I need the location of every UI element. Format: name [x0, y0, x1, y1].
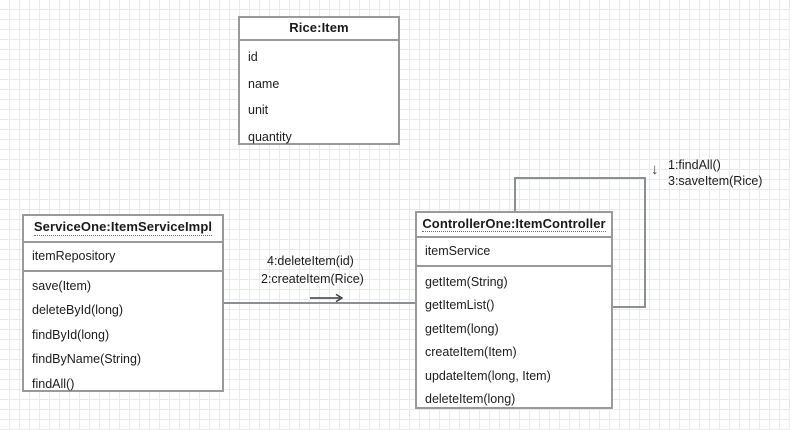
class-operation: getItem(long) — [425, 321, 499, 336]
arrow-down-icon: ↓ — [651, 161, 659, 178]
class-attribute: unit — [248, 103, 269, 117]
service-controller-line — [224, 302, 415, 304]
controller-loop-segment-bottom — [611, 306, 646, 308]
class-operation: getItem(String) — [425, 274, 508, 289]
class-attribute: itemService — [425, 244, 491, 259]
class-operations-service: save(Item) deleteById(long) findById(lon… — [24, 269, 222, 391]
class-title-service: ServiceOne:ItemServiceImpl — [24, 216, 222, 243]
class-attribute: name — [248, 76, 280, 91]
controller-loop-segment-right — [644, 177, 646, 308]
class-operation: createItem(Item) — [425, 345, 517, 359]
controller-loop-segment-top — [514, 177, 646, 179]
class-attributes-controller: itemService — [417, 238, 611, 265]
class-operation: findAll() — [32, 376, 75, 391]
class-title-controller: ControllerOne:ItemController — [417, 213, 611, 238]
class-operation: deleteById(long) — [32, 303, 124, 317]
controller-loop-segment-up — [514, 177, 516, 213]
service-controller-label-2: 2:createItem(Rice) — [261, 272, 364, 286]
class-operation: deleteItem(long) — [425, 392, 516, 406]
class-operation: updateItem(long, Item) — [425, 368, 551, 383]
class-operation: findById(long) — [32, 327, 110, 342]
class-attribute: id — [248, 50, 258, 64]
service-controller-label-1: 4:deleteItem(id) — [267, 254, 354, 268]
class-attribute: itemRepository — [32, 248, 116, 263]
class-box-controller[interactable]: ControllerOne:ItemController itemService… — [415, 211, 613, 409]
controller-loop-label-1: 1:findAll() — [668, 158, 721, 172]
class-attribute: quantity — [248, 129, 292, 144]
arrow-right-icon — [310, 293, 344, 303]
class-attributes-service: itemRepository — [24, 243, 222, 270]
class-attributes-item: id name unit quantity — [240, 41, 398, 143]
class-operation: findByName(String) — [32, 352, 142, 366]
class-box-service[interactable]: ServiceOne:ItemServiceImpl itemRepositor… — [22, 214, 224, 392]
class-title-item: Rice:Item — [240, 18, 398, 41]
class-operations-controller: getItem(String) getItemList() getItem(lo… — [417, 265, 611, 407]
controller-loop-label-2: 3:saveItem(Rice) — [668, 174, 763, 188]
class-box-item[interactable]: Rice:Item id name unit quantity — [238, 16, 400, 145]
class-operation: save(Item) — [32, 278, 92, 293]
class-operation: getItemList() — [425, 298, 495, 312]
